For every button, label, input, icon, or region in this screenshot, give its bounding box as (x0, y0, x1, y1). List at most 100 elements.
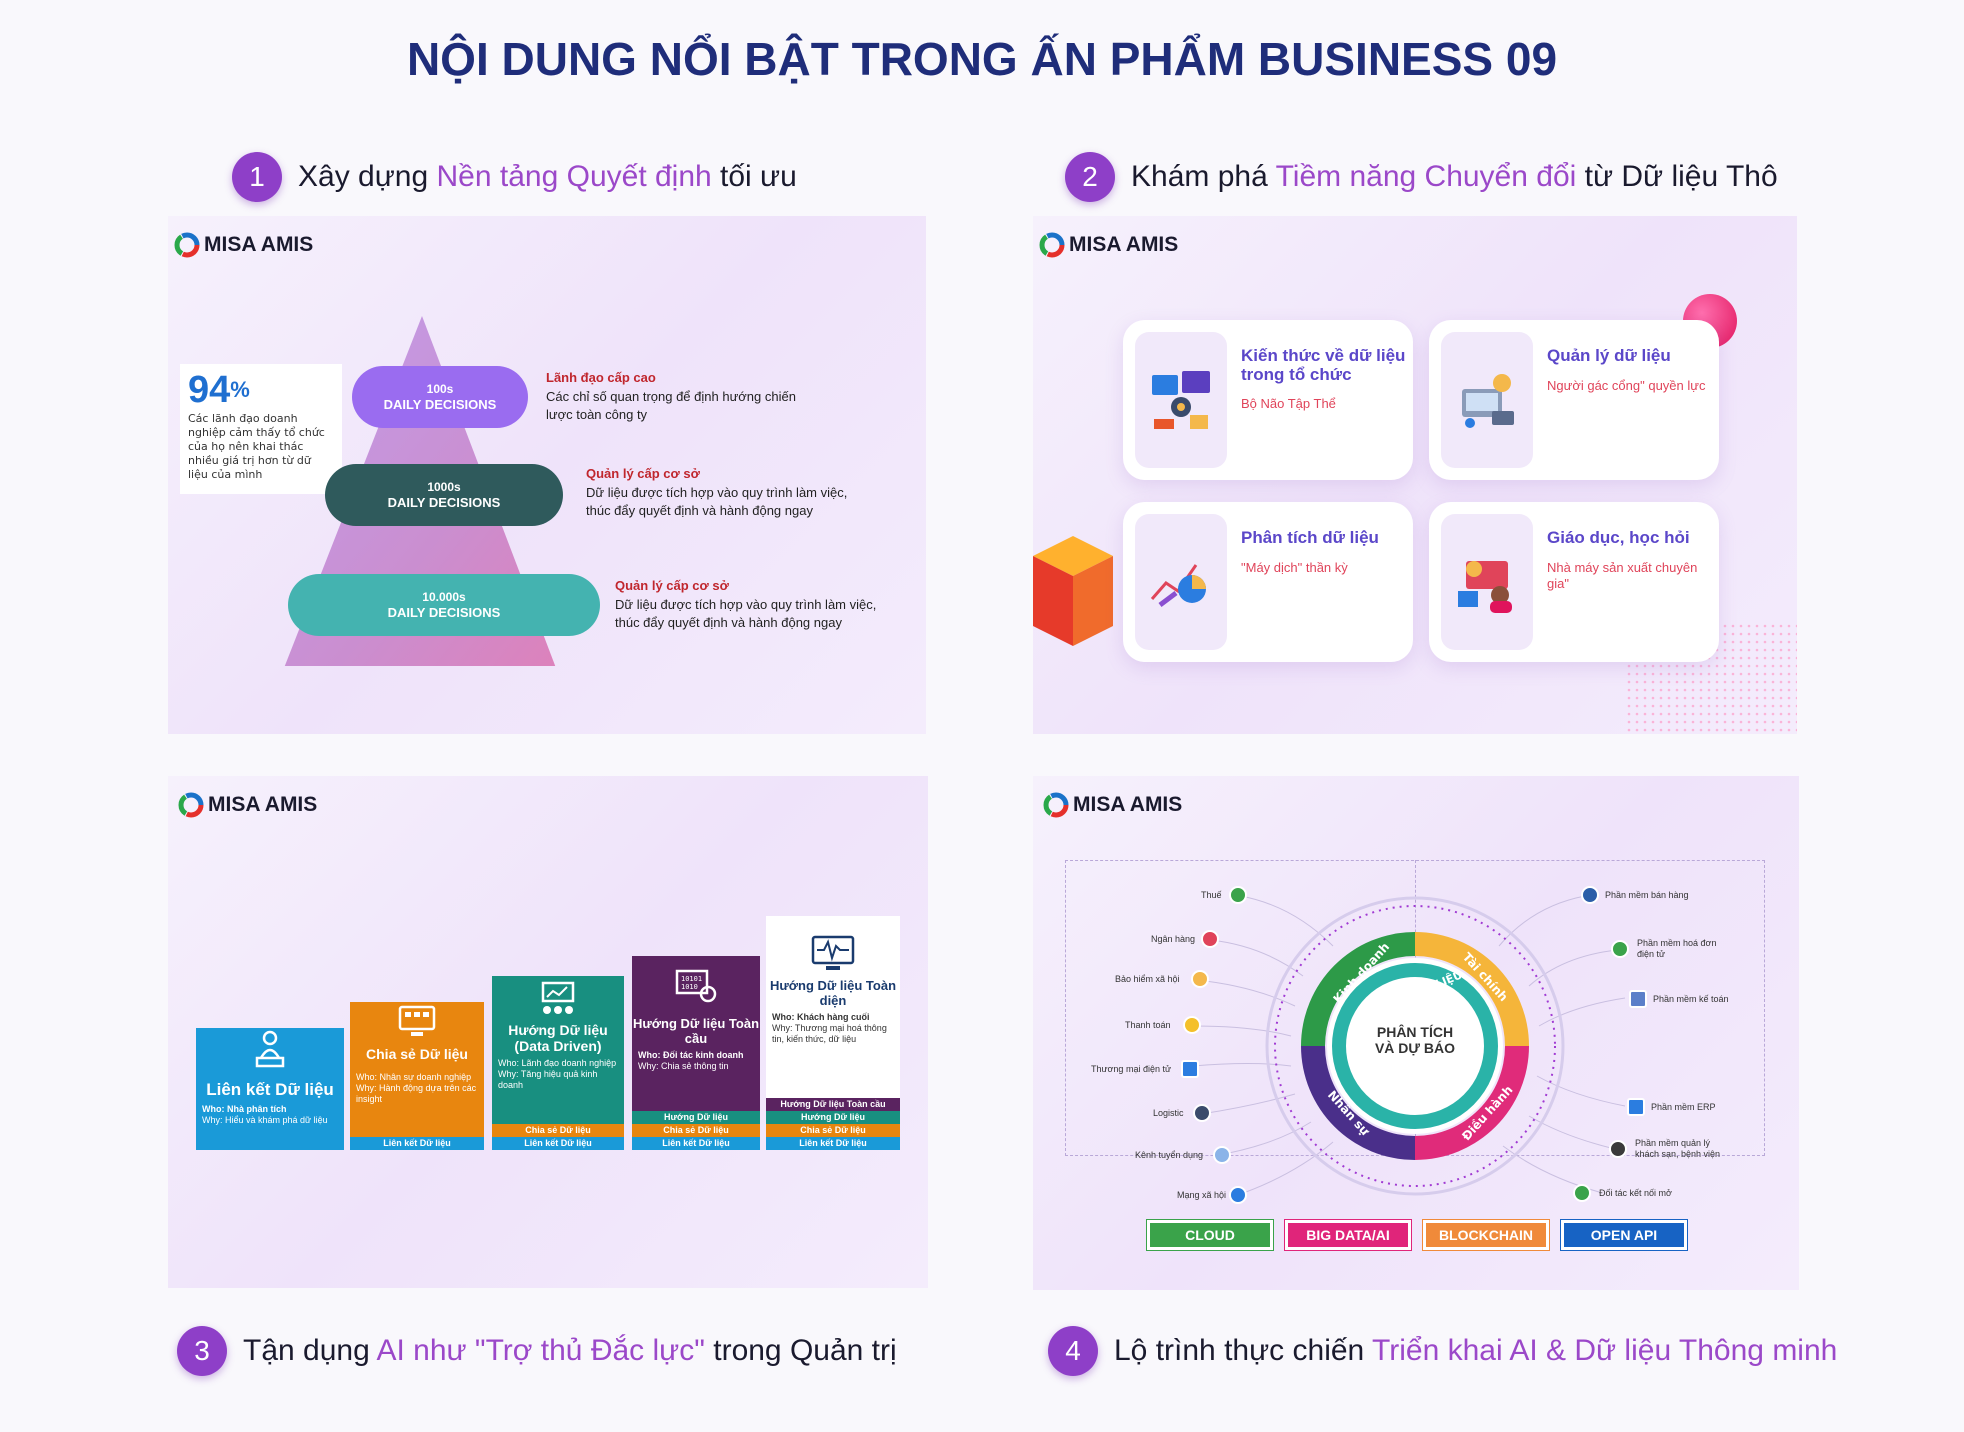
stat-value: 94% (188, 369, 250, 411)
person-pedestal-icon (255, 1030, 285, 1068)
step-bar: Liên kết Dữ liệu (492, 1137, 624, 1150)
analytics-chart-icon (1135, 514, 1227, 650)
tier-desc-2: Dữ liệu được tích hợp vào quy trình làm … (586, 485, 848, 518)
monitor-icon (398, 1005, 436, 1036)
decor-blocks-icon (1033, 536, 1113, 646)
capability-title: Phân tích dữ liệu (1241, 528, 1379, 547)
tag-open-api[interactable]: OPEN API (1561, 1220, 1687, 1250)
integration-label: Phần mềm hoá đơn điện tử (1637, 938, 1717, 959)
section-heading-3: 3 Tận dụng AI như "Trợ thủ Đắc lực" tron… (177, 1326, 897, 1376)
section-heading-text: Tận dụng AI như "Trợ thủ Đắc lực" trong … (243, 1334, 897, 1367)
brand-logo: MISA AMIS (1039, 232, 1178, 258)
integration-label: Phần mềm kế toán (1653, 994, 1729, 1004)
integration-label: Đối tác kết nối mở (1599, 1188, 1672, 1198)
source-label: Bảo hiểm xã hội (1115, 974, 1180, 984)
step-bar: Liên kết Dữ liệu (766, 1137, 900, 1150)
tier-desc-1: Các chỉ số quan trọng để định hướng chiế… (546, 389, 796, 422)
monitor-pulse-icon (811, 935, 855, 970)
capability-card-analysis[interactable]: Phân tích dữ liệu "Máy dịch" thần kỳ (1123, 502, 1413, 662)
accounting-icon (1629, 990, 1647, 1008)
recruitment-icon (1213, 1146, 1231, 1164)
step-bar: Hướng Dữ liệu (632, 1111, 760, 1124)
brand-logo: MISA AMIS (178, 792, 317, 818)
stat-text: Các lãnh đạo doanh nghiệp cảm thấy tổ ch… (188, 412, 325, 481)
capability-subtitle: Người gác cổng" quyền lực (1547, 378, 1706, 393)
step-bar: Chia sẻ Dữ liệu (766, 1124, 900, 1137)
tier-title-1: Lãnh đạo cấp cao (546, 370, 656, 385)
section-number-badge: 4 (1048, 1326, 1098, 1376)
misa-logo-icon (1039, 232, 1065, 258)
section-heading-text: Lộ trình thực chiến Triển khai AI & Dữ l… (1114, 1334, 1838, 1367)
step-bar: Liên kết Dữ liệu (350, 1137, 484, 1150)
capability-subtitle: Nhà máy sản xuất chuyên gia" (1547, 560, 1698, 591)
stat-card: 94% Các lãnh đạo doanh nghiệp cảm thấy t… (180, 364, 342, 494)
integration-label: Phần mềm quản lý khách sạn, bệnh viện (1635, 1138, 1721, 1159)
tier-title-2: Quản lý cấp cơ sở (586, 466, 700, 481)
source-label: Thanh toán (1125, 1020, 1171, 1030)
slide-data-maturity-steps[interactable]: MISA AMIS Liên kết Dữ liệu Who: Nhà phân… (168, 776, 928, 1288)
integration-label: Phần mềm ERP (1651, 1102, 1716, 1112)
logistic-icon (1193, 1104, 1211, 1122)
tag-cloud[interactable]: CLOUD (1147, 1220, 1273, 1250)
capability-card-knowledge[interactable]: Kiến thức về dữ liệu trong tổ chức Bộ Nã… (1123, 320, 1413, 480)
step-title: Liên kết Dữ liệu (206, 1080, 334, 1099)
partner-icon (1573, 1184, 1591, 1202)
step-bar: Chia sẻ Dữ liệu (492, 1124, 624, 1137)
source-label: Thuế (1201, 890, 1222, 900)
convergence-wheel (1192, 895, 1626, 1197)
section-heading-2: 2 Khám phá Tiềm năng Chuyển đổi từ Dữ li… (1065, 152, 1778, 202)
tier-title-3: Quản lý cấp cơ sở (615, 578, 729, 593)
slide-data-capabilities[interactable]: MISA AMIS Kiến thức về dữ liệu trong tổ … (1033, 216, 1797, 734)
tag-blockchain[interactable]: BLOCKCHAIN (1423, 1220, 1549, 1250)
insurance-icon (1191, 970, 1209, 988)
bank-icon (1201, 930, 1219, 948)
step-bar: Chia sẻ Dữ liệu (632, 1124, 760, 1137)
pos-icon (1581, 886, 1599, 904)
capability-card-management[interactable]: Quản lý dữ liệu Người gác cổng" quyền lự… (1429, 320, 1719, 480)
slide-decision-pyramid[interactable]: MISA AMIS 94% Các lãnh đạo doanh nghiệp … (168, 216, 926, 734)
maturity-step-2: Chia sẻ Dữ liệu Who: Nhân sự doanh nghiệ… (350, 1002, 484, 1150)
step-bar: Liên kết Dữ liệu (632, 1137, 760, 1150)
svg-text:1010: 1010 (681, 983, 698, 991)
slide-data-convergence[interactable]: MISA AMIS (1033, 776, 1799, 1290)
tier-desc-3: Dữ liệu được tích hợp vào quy trình làm … (615, 597, 877, 630)
section-number-badge: 2 (1065, 152, 1115, 202)
dashboard-icon (1135, 332, 1227, 468)
maturity-step-3: Hướng Dữ liệu (Data Driven) Who: Lãnh đạ… (492, 976, 624, 1150)
svg-text:10101: 10101 (681, 975, 702, 983)
section-heading-4: 4 Lộ trình thực chiến Triển khai AI & Dữ… (1048, 1326, 1837, 1376)
source-label: Thương mại điện tử (1091, 1064, 1171, 1074)
data-bulb-icon: 10101 1010 (675, 969, 717, 1003)
capability-card-education[interactable]: Giáo dục, học hỏi Nhà máy sản xuất chuyê… (1429, 502, 1719, 662)
capability-title: Kiến thức về dữ liệu trong tổ chức (1241, 346, 1406, 384)
ecommerce-icon (1181, 1060, 1199, 1078)
step-title: Hướng Dữ liệu Toàn diện (769, 978, 897, 1008)
source-label: Mạng xã hội (1177, 1190, 1227, 1200)
step-bar: Hướng Dữ liệu Toàn cầu (766, 1098, 900, 1111)
maturity-step-5: Hướng Dữ liệu Toàn diện Who: Khách hàng … (766, 916, 900, 1150)
integration-label: Phần mềm bán hàng (1605, 890, 1689, 900)
learning-people-icon (1441, 514, 1533, 650)
maturity-step-4: 10101 1010 Hướng Dữ liệu Toàn cầu Who: Đ… (632, 956, 760, 1150)
data-management-icon (1441, 332, 1533, 468)
presentation-icon (541, 981, 575, 1014)
brand-logo: MISA AMIS (174, 232, 313, 258)
hotel-hospital-icon (1609, 1140, 1627, 1158)
tag-big-data-ai[interactable]: BIG DATA/AI (1285, 1220, 1411, 1250)
tax-icon (1229, 886, 1247, 904)
step-title: Hướng Dữ liệu Toàn cầu (632, 1016, 760, 1046)
step-title: Hướng Dữ liệu (Data Driven) (508, 1022, 608, 1054)
misa-logo-icon (1043, 792, 1069, 818)
brand-logo: MISA AMIS (1043, 792, 1182, 818)
section-number-badge: 1 (232, 152, 282, 202)
misa-logo-icon (178, 792, 204, 818)
capability-subtitle: Bộ Não Tập Thể (1241, 396, 1336, 411)
misa-logo-icon (174, 232, 200, 258)
